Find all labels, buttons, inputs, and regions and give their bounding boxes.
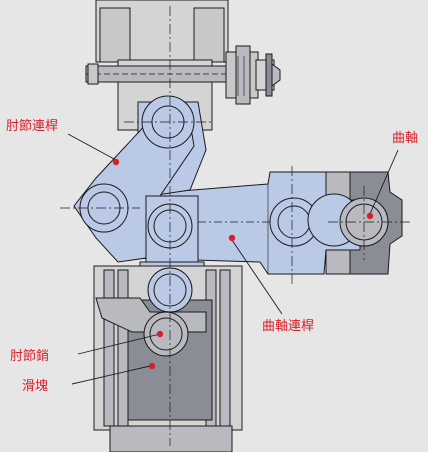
label-toggle-link: 肘節連桿 xyxy=(6,119,58,134)
label-crankshaft: 曲軸 xyxy=(392,131,418,146)
center-lines xyxy=(60,6,410,446)
label-connecting-rod: 曲軸連桿 xyxy=(262,319,314,334)
upper-shaft xyxy=(85,63,239,85)
label-slide-block: 滑塊 xyxy=(22,378,48,394)
label-toggle-pin: 肘節銷 xyxy=(10,348,49,364)
callout-dots xyxy=(112,158,374,370)
hub-assembly xyxy=(225,45,281,105)
leader-lines xyxy=(67,133,399,385)
